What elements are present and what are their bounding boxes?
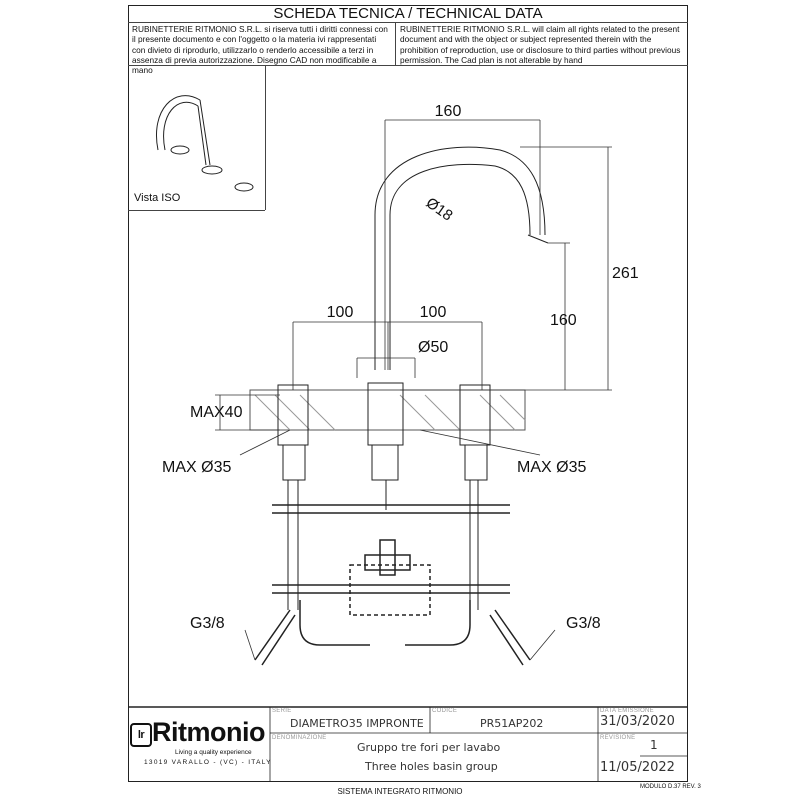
dim-max-thickness: MAX40 [190, 404, 243, 421]
iso-view-drawing [156, 95, 254, 192]
dim-max-hole-right: MAX Ø35 [517, 459, 586, 476]
copyright-note-italian: RUBINETTERIE RITMONIO S.R.L. si riserva … [128, 22, 396, 75]
sheet-frame [128, 5, 688, 782]
copyright-note-english: RUBINETTERIE RITMONIO S.R.L. will claim … [400, 24, 681, 65]
revision-date: 11/05/2022 [600, 760, 675, 775]
dimension-text: 160 Ø18 261 160 100 100 Ø50 MAX40 MAX Ø3… [162, 103, 639, 632]
iso-view-label: Vista ISO [134, 192, 181, 204]
divider [128, 65, 688, 66]
iso-box-border [265, 65, 266, 210]
codice-value: PR51AP202 [480, 717, 544, 730]
dim-max-hole-left: MAX Ø35 [162, 459, 231, 476]
product-name-it: Gruppo tre fori per lavabo [357, 741, 501, 754]
dimension-lines [215, 119, 612, 661]
mounting-bars [254, 504, 531, 666]
revisione-label: REVISIONE [600, 735, 636, 741]
dim-left-spacing: 100 [327, 304, 354, 321]
product-name-en: Three holes basin group [365, 760, 498, 773]
dim-body-diameter: Ø50 [418, 339, 448, 356]
iso-box-border [128, 210, 265, 211]
page-title: SCHEDA TECNICA / TECHNICAL DATA [128, 5, 688, 23]
footer-module: MODULO D.37 REV. 3 [640, 784, 701, 790]
faucet-spout [374, 146, 549, 370]
denominazione-label: DENOMINAZIONE [272, 735, 327, 741]
codice-label: CODICE [432, 708, 458, 714]
revision-number: 1 [650, 738, 658, 752]
footer-system: SISTEMA INTEGRATO RITMONIO [337, 787, 463, 796]
serie-value: DIAMETRO35 IMPRONTE [290, 717, 424, 730]
title-block-grid [128, 706, 688, 782]
logo-tagline: Living a quality experience [175, 749, 252, 756]
countertop [249, 389, 526, 431]
serie-label: SERIE [272, 708, 292, 714]
dim-thread-left: G3/8 [190, 615, 225, 632]
issue-date: 31/03/2020 [600, 714, 675, 729]
dim-thread-right: G3/8 [566, 615, 601, 632]
valve-bodies [277, 382, 491, 610]
dim-total-height: 261 [612, 265, 639, 282]
company-address: 13019 VARALLO - (VC) - ITALY [144, 759, 272, 766]
data-label: DATA EMISSIONE [600, 708, 654, 714]
dim-spout-reach: 160 [435, 103, 462, 120]
dim-spout-height: 160 [550, 312, 577, 329]
dim-right-spacing: 100 [420, 304, 447, 321]
dim-spout-diameter: Ø18 [423, 194, 456, 224]
